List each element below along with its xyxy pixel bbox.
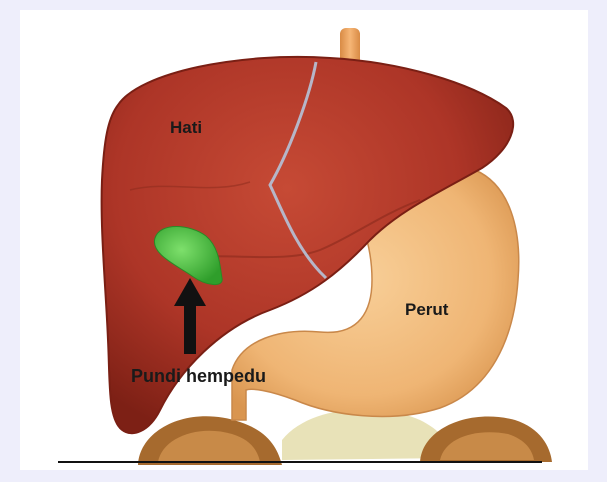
intestines [138,409,552,465]
gallbladder-label: Pundi hempedu [131,366,266,387]
liver-label: Hati [170,118,202,138]
stomach-label: Perut [405,300,448,320]
anatomy-illustration [20,10,588,470]
diagram-frame: Hati Perut Pundi hempedu [20,10,588,470]
